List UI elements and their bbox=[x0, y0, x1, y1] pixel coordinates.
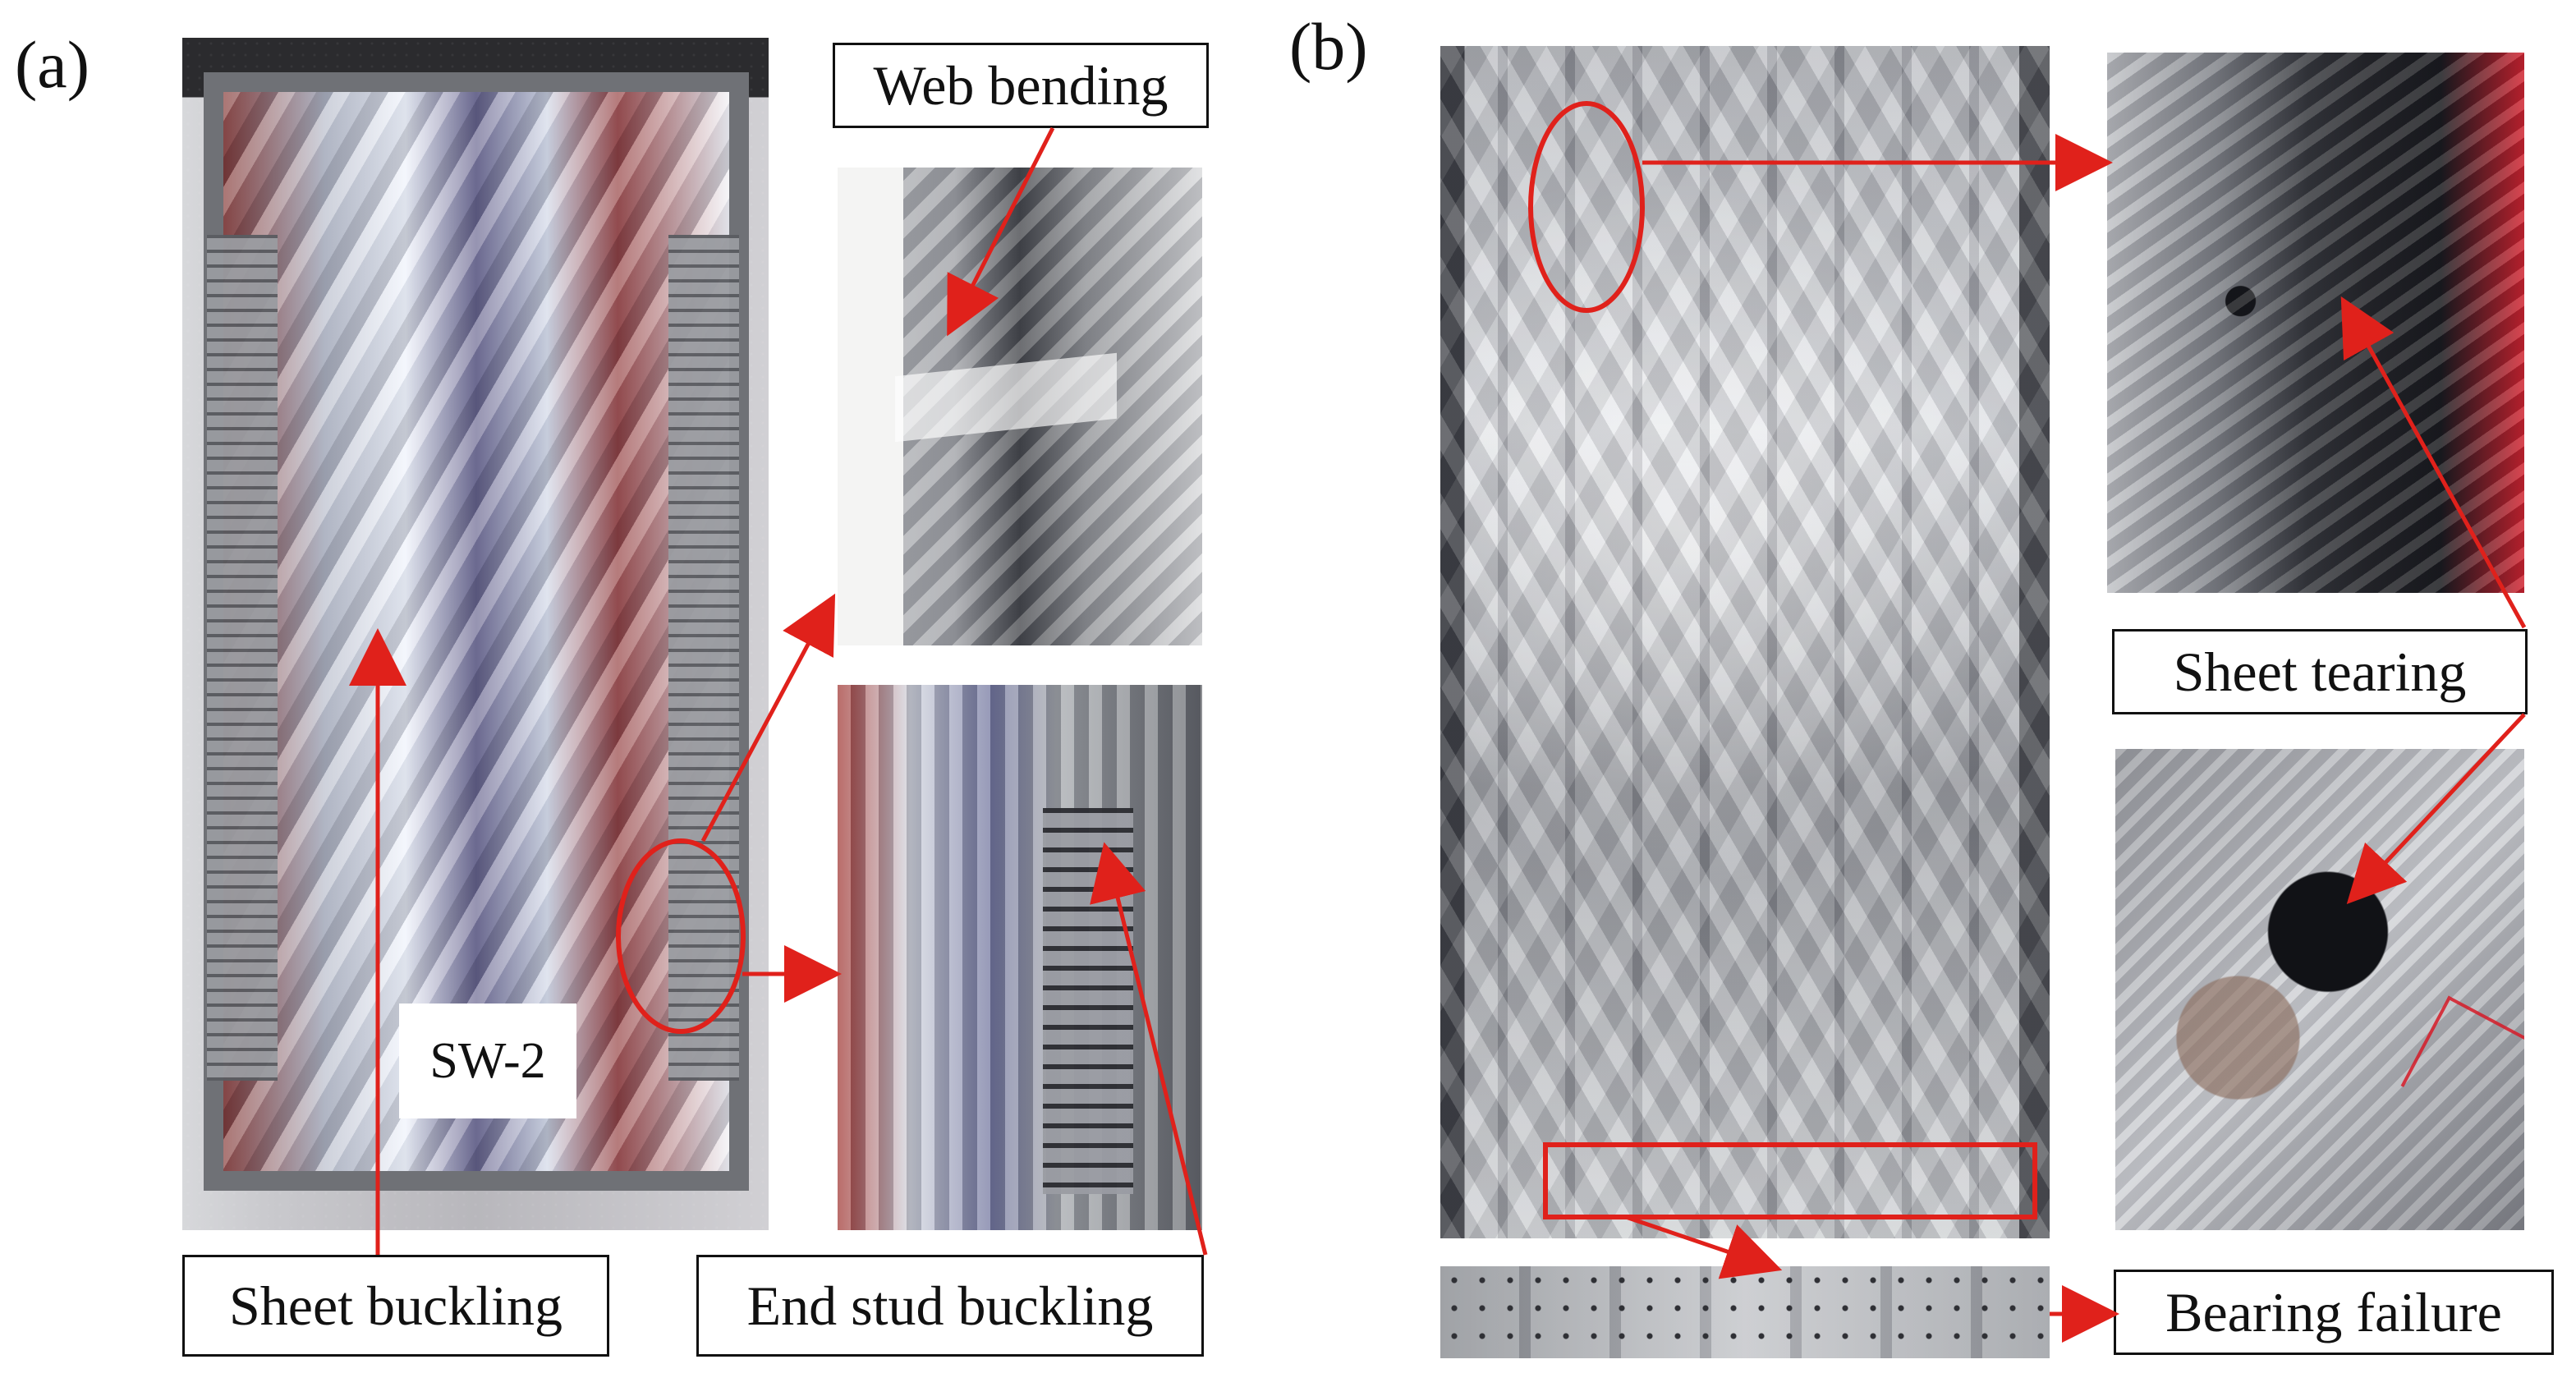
panel-b-label: (b) bbox=[1289, 9, 1368, 84]
panel-a-label: (a) bbox=[15, 27, 90, 102]
left-end-stud bbox=[207, 235, 278, 1081]
bearing-failure-callout: Bearing failure bbox=[2114, 1270, 2554, 1355]
end-stud-buckling-callout: End stud buckling bbox=[696, 1255, 1204, 1357]
sheet-tearing-callout: Sheet tearing bbox=[2112, 629, 2528, 714]
sheet-tearing-detail-top-photo bbox=[2107, 53, 2524, 593]
bearing-strip-photo bbox=[1440, 1266, 2050, 1358]
web-bending-callout: Web bending bbox=[833, 43, 1209, 128]
right-end-stud bbox=[668, 235, 739, 1081]
steel-sheet-photo bbox=[1440, 46, 2050, 1238]
end-stud-detail-photo bbox=[838, 685, 1202, 1230]
specimen-label: SW-2 bbox=[399, 1004, 576, 1118]
web-bending-detail-photo bbox=[838, 168, 1202, 645]
sheet-tearing-detail-bottom-photo bbox=[2115, 749, 2524, 1230]
sheet-buckling-callout: Sheet buckling bbox=[182, 1255, 609, 1357]
